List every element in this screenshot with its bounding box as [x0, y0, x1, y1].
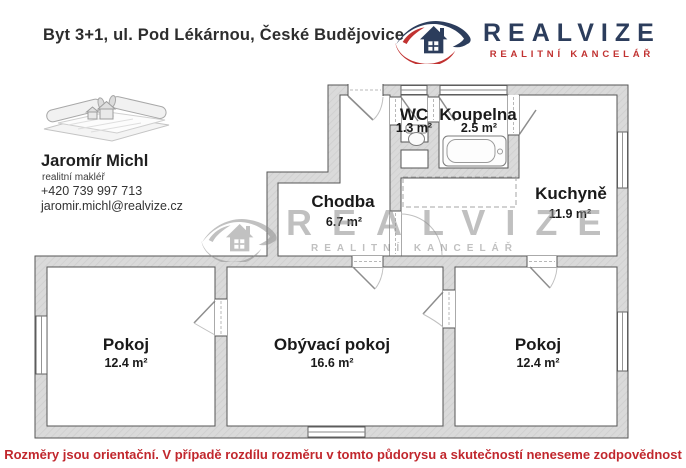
realvize-logo: REALVIZE REALITNÍ KANCELÁŘ: [394, 16, 661, 64]
toilet-icon: [405, 124, 428, 146]
pokoj-obyvaci-door: [193, 298, 227, 337]
rolled-blueprints-illustration: [43, 95, 170, 142]
room-area-kuchyne: 11.9 m²: [549, 207, 591, 221]
room-labels: Chodba 6.7 m² WC 1.3 m² Koupelna 2.5 m² …: [103, 105, 607, 370]
agent-name: Jaromír Michl: [41, 152, 149, 170]
chodba-kuchyne-door: [390, 210, 443, 257]
room-area-wc: 1.3 m²: [396, 121, 432, 135]
window-right-kuchyne: [617, 131, 628, 189]
koupelna-kuchyne-door: [508, 95, 537, 136]
doors: [193, 84, 558, 337]
room-area-obyvaci: 16.6 m²: [310, 356, 353, 370]
page-title: Byt 3+1, ul. Pod Lékárnou, České Budějov…: [43, 26, 405, 44]
bathtub-icon: [442, 135, 507, 167]
window-top-koupelna: [439, 85, 508, 95]
room-area-pokoj2: 12.4 m²: [516, 356, 559, 370]
room-label-koupelna: Koupelna: [439, 105, 517, 124]
room-label-wc: WC: [400, 105, 428, 124]
room-label-chodba: Chodba: [311, 192, 375, 211]
room-label-obyvaci: Obývací pokoj: [274, 335, 390, 354]
koupelna-door: [428, 96, 456, 123]
brand-tagline: REALITNÍ KANCELÁŘ: [489, 49, 655, 60]
window-top-wc: [400, 85, 428, 95]
chodba-obyvaci-door: [351, 256, 384, 290]
kitchen-counter-dashed: [402, 176, 517, 208]
room-area-pokoj1: 12.4 m²: [104, 356, 147, 370]
windows: [35, 85, 628, 438]
room-area-koupelna: 2.5 m²: [461, 121, 497, 135]
room-label-pokoj2: Pokoj: [515, 335, 561, 354]
agent-email: jaromir.michl@realvize.cz: [41, 199, 183, 213]
window-left-pokoj: [35, 315, 48, 375]
kuchyne-pokoj-door: [526, 256, 558, 289]
window-bottom-obyvaci: [307, 426, 366, 438]
room-label-kuchyne: Kuchyně: [535, 184, 607, 203]
agent-phone: +420 739 997 713: [41, 184, 143, 198]
room-label-pokoj1: Pokoj: [103, 335, 149, 354]
room-area-chodba: 6.7 m²: [326, 215, 362, 229]
entry-door: [347, 84, 384, 121]
disclaimer: Rozměry jsou orientační. V případě rozdí…: [4, 447, 682, 462]
obyvaci-pokoj-door: [422, 289, 455, 329]
agent-role: realitní makléř: [42, 172, 105, 183]
realvize-eye-icon: [395, 21, 471, 64]
brand-name: REALVIZE: [483, 19, 661, 47]
wc-door: [390, 96, 419, 126]
fixtures: [402, 124, 517, 208]
window-right-pokoj: [617, 311, 628, 372]
